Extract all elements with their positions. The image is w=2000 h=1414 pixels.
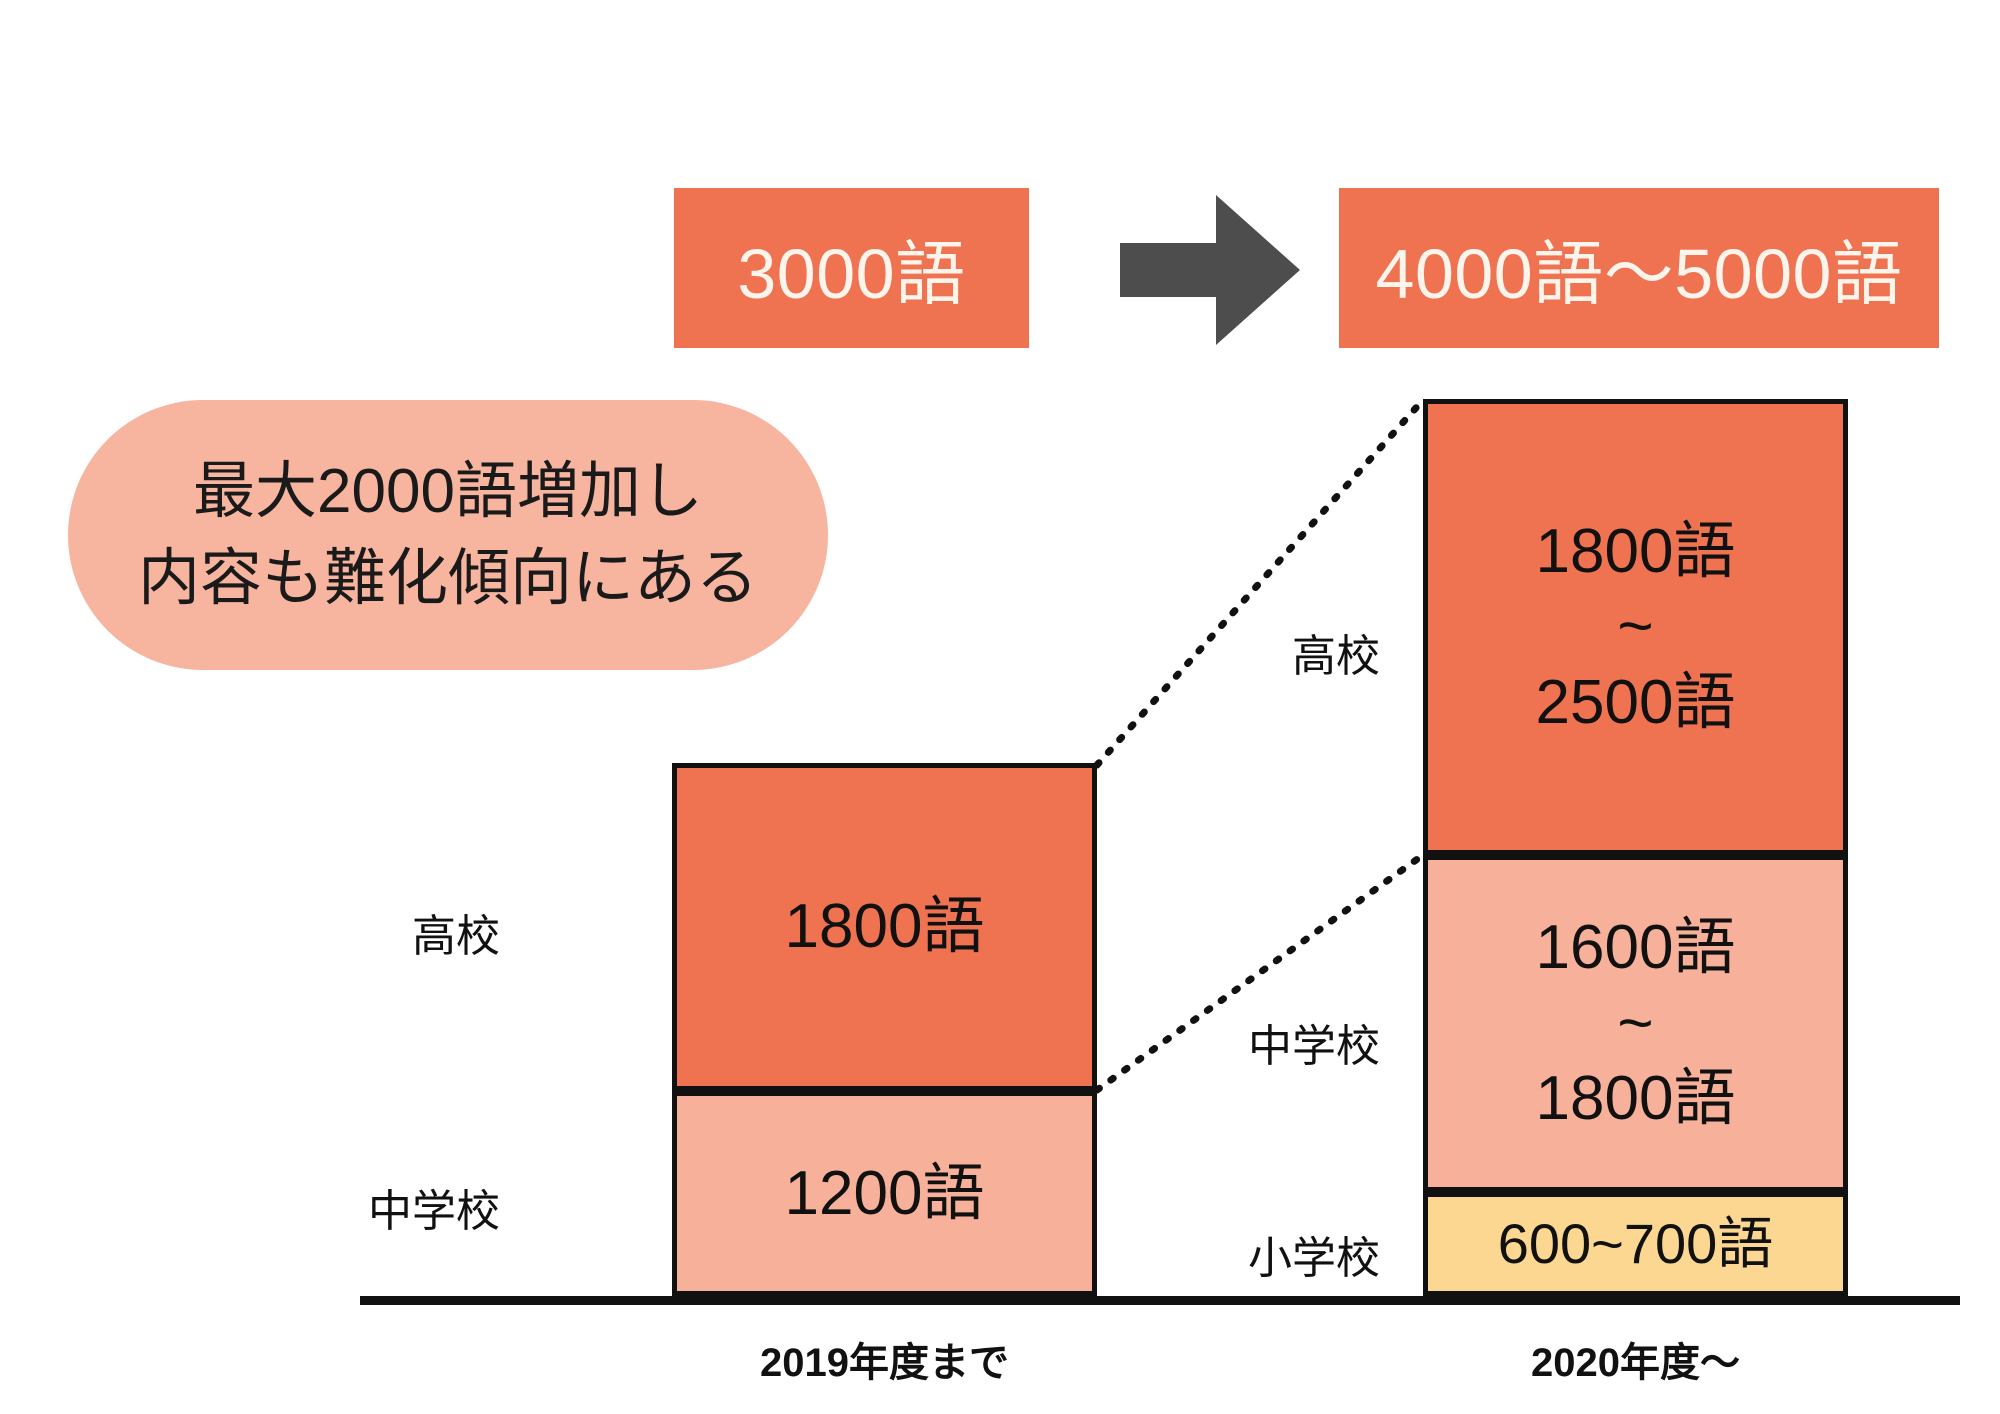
connector-high-school bbox=[1093, 396, 1427, 769]
segment-elementary-2020: 600~700語 bbox=[1423, 1192, 1848, 1296]
segment-value-high-school-2019: 1800語 bbox=[784, 892, 985, 962]
segment-value-junior-high-2019: 1200語 bbox=[784, 1158, 985, 1228]
axis-label-2020: 2020年度〜 bbox=[1531, 1341, 1740, 1385]
segment-value-high-school-2020-line1: 1800語 bbox=[1535, 516, 1736, 586]
segment-value-elementary-2020: 600~700語 bbox=[1497, 1211, 1774, 1275]
segment-value-junior-high-2020-line2: ~ bbox=[1617, 988, 1654, 1058]
callout-bubble: 最大2000語増加し 内容も難化傾向にある bbox=[68, 400, 828, 670]
category-label-junior-high-2020: 中学校 bbox=[1248, 1022, 1380, 1071]
segment-value-high-school-2020-line2: ~ bbox=[1617, 592, 1654, 662]
category-label-high-school-2019: 高校 bbox=[412, 912, 500, 961]
category-label-high-school-2020: 高校 bbox=[1292, 632, 1380, 681]
segment-high-school-2020: 1800語 ~ 2500語 bbox=[1423, 399, 1848, 855]
callout-line-1: 最大2000語増加し bbox=[193, 456, 703, 526]
total-after-label: 4000語〜5000語 bbox=[1375, 234, 1903, 313]
axis-label-2019: 2019年度まで bbox=[760, 1341, 1009, 1385]
arrow-right-icon bbox=[1120, 195, 1300, 345]
segment-junior-high-2020: 1600語 ~ 1800語 bbox=[1423, 855, 1848, 1192]
segment-value-junior-high-2020-line3: 1800語 bbox=[1535, 1064, 1736, 1134]
segment-value-junior-high-2020-line1: 1600語 bbox=[1535, 913, 1736, 983]
total-after-banner: 4000語〜5000語 bbox=[1339, 188, 1939, 348]
callout-line-2: 内容も難化傾向にある bbox=[137, 544, 758, 613]
total-before-label: 3000語 bbox=[737, 234, 966, 313]
category-label-junior-high-2019: 中学校 bbox=[368, 1187, 500, 1236]
total-before-banner: 3000語 bbox=[674, 188, 1029, 348]
segment-value-high-school-2020-line3: 2500語 bbox=[1535, 667, 1736, 737]
category-label-elementary-2020: 小学校 bbox=[1248, 1234, 1380, 1283]
segment-high-school-2019: 1800語 bbox=[672, 763, 1097, 1091]
baseline-axis bbox=[360, 1296, 1960, 1305]
segment-junior-high-2019: 1200語 bbox=[672, 1091, 1097, 1296]
